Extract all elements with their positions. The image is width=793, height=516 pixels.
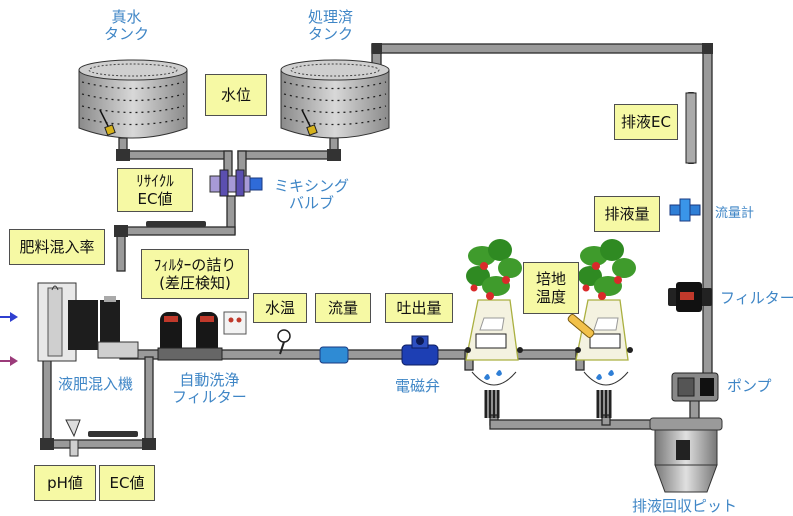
flow-meter-icon: [669, 198, 701, 222]
grow-bed-left-icon: [465, 299, 523, 361]
solenoid-valve-label: 電磁弁: [395, 377, 441, 395]
mixing-valve-icon: [209, 169, 263, 197]
fertilizer-mix-rate-box: 肥料混入率: [9, 229, 105, 265]
drain-filter-icon: [668, 282, 712, 312]
flow-meter-label: 流量計: [715, 206, 755, 221]
drain-volume-box: 排液量: [594, 196, 660, 232]
auto-filter-label: 自動洗浄 フィルター: [172, 371, 247, 407]
solenoid-valve-icon: [401, 335, 439, 366]
raw-water-tank-label: 真水 タンク: [104, 8, 150, 44]
strawberry-plant-right-icon: [578, 239, 636, 300]
inlet-arrows: [0, 312, 18, 366]
flow-box: 流量: [315, 293, 371, 323]
discharge-box: 吐出量: [385, 293, 453, 323]
treated-tank-icon: [280, 59, 390, 139]
drain-collector-right-icon: [583, 370, 629, 418]
treated-tank-label: 処理済 タンク: [308, 8, 354, 44]
thermometer-icon: [277, 329, 291, 355]
substrate-temp-box: 培地 温度: [523, 262, 579, 314]
pump-label: ポンプ: [727, 377, 772, 395]
recycle-ec-box: ﾘｻｲｸﾙ EC値: [117, 168, 193, 212]
strawberry-plant-left-icon: [466, 239, 522, 300]
drain-collector-left-icon: [471, 370, 517, 418]
filter-clog-box: ﾌｨﾙﾀｰの詰り (差圧検知): [141, 249, 249, 299]
grow-bed-right-icon: [575, 299, 633, 361]
doser-label: 液肥混入機: [58, 375, 134, 393]
drain-ec-sensor-icon: [685, 92, 697, 164]
filter-label: フィルター: [720, 289, 793, 307]
auto-cleaning-filter-icon: [157, 311, 247, 361]
water-temp-box: 水温: [253, 293, 307, 323]
fertilizer-doser-icon: [37, 282, 139, 457]
water-level-box: 水位: [205, 74, 267, 116]
flow-sensor-icon: [319, 346, 349, 364]
mixing-valve-label: ミキシング バルブ: [274, 177, 350, 213]
ec-box: EC値: [99, 465, 155, 501]
drain-pit-label: 排液回収ピット: [632, 497, 738, 515]
ph-box: pH値: [34, 465, 96, 501]
substrate-temp-probe-icon: [567, 314, 595, 338]
pump-icon: [671, 372, 719, 402]
drain-pit-icon: [649, 417, 723, 493]
drain-ec-box: 排液EC: [614, 104, 678, 140]
raw-water-tank-icon: [78, 59, 188, 139]
